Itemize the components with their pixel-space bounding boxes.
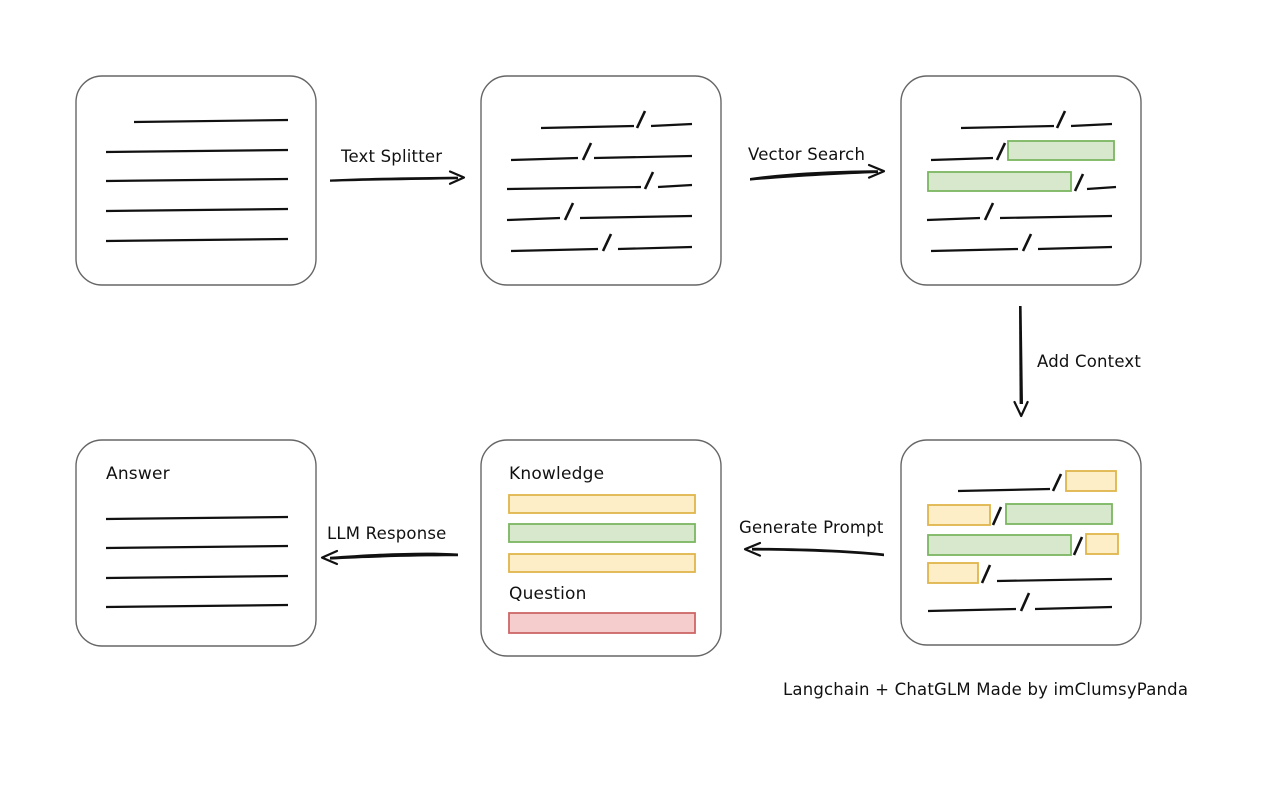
source-document-lines: [105, 118, 289, 243]
edge-llm-response: [320, 549, 458, 566]
node-source-document[interactable]: [75, 75, 317, 286]
edge-label-vector-search: Vector Search: [748, 145, 866, 164]
edge-label-llm-response: LLM Response: [327, 524, 447, 543]
matched-chunks-lines: [926, 110, 1117, 253]
matched-chunk-highlight[interactable]: [1007, 140, 1115, 161]
matched-chunk-highlight[interactable]: [927, 534, 1072, 556]
answer-title: Answer: [106, 464, 170, 484]
node-context-chunks[interactable]: [900, 439, 1142, 646]
edge-label-text-splitter: Text Splitter: [341, 147, 443, 166]
edge-vector-search: [750, 163, 886, 181]
matched-chunk-highlight[interactable]: [927, 171, 1072, 192]
context-chunk-highlight[interactable]: [927, 504, 991, 526]
footer-credit: Langchain + ChatGLM Made by imClumsyPand…: [783, 680, 1189, 699]
split-chunks-lines: [506, 110, 693, 253]
context-chunk-highlight[interactable]: [1085, 533, 1119, 555]
edge-add-context: [1013, 306, 1029, 418]
edge-text-splitter: [330, 170, 466, 185]
knowledge-bar-2[interactable]: [508, 523, 696, 543]
knowledge-bar-3[interactable]: [508, 553, 696, 573]
knowledge-bar-1[interactable]: [508, 494, 696, 514]
prompt-knowledge-title: Knowledge: [509, 464, 605, 484]
edge-label-generate-prompt: Generate Prompt: [739, 518, 884, 537]
node-matched-chunks[interactable]: [900, 75, 1142, 286]
node-prompt[interactable]: [480, 439, 722, 657]
edge-label-add-context: Add Context: [1037, 352, 1142, 371]
node-answer[interactable]: [75, 439, 317, 647]
matched-chunk-highlight[interactable]: [1005, 503, 1113, 525]
node-split-chunks[interactable]: [480, 75, 722, 286]
context-chunks-lines: [927, 470, 1119, 613]
prompt-bars: [508, 494, 696, 634]
prompt-question-title: Question: [509, 584, 587, 604]
answer-box[interactable]: [75, 439, 317, 647]
answer-lines: [105, 515, 289, 609]
context-chunk-highlight[interactable]: [927, 562, 979, 584]
split-chunks-box[interactable]: [480, 75, 722, 286]
prompt-box[interactable]: [480, 439, 722, 657]
question-bar-1[interactable]: [508, 612, 696, 634]
edge-generate-prompt: [743, 541, 884, 557]
context-chunk-highlight[interactable]: [1065, 470, 1117, 492]
